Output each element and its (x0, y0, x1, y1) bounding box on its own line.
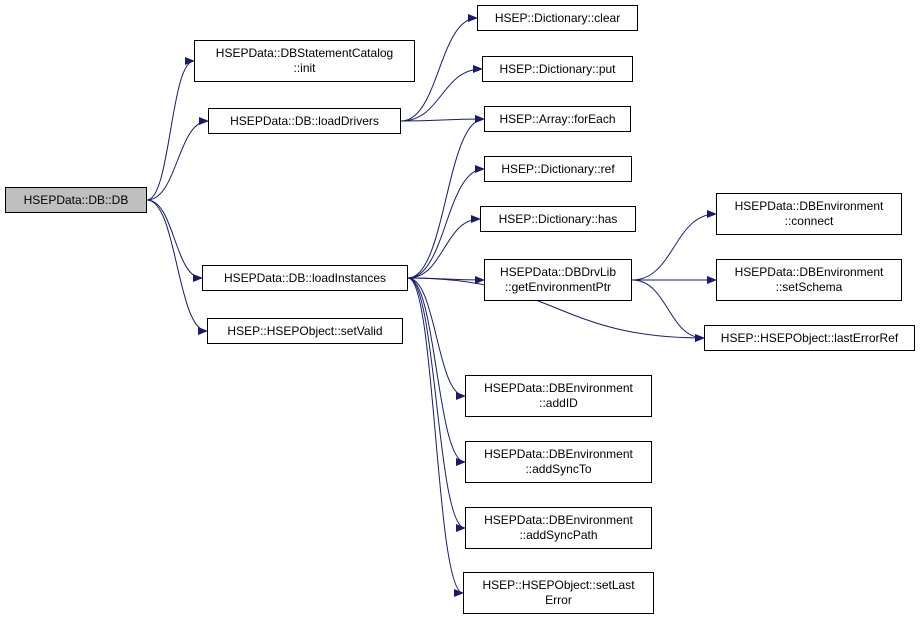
edge-db_constructor-to-load_drivers (146, 117, 209, 201)
node-label-line: HSEPData::DBEnvironment (484, 447, 633, 461)
node-label-line: HSEPData::DBEnvironment (484, 513, 633, 527)
node-env-add-sync-to[interactable]: HSEPData::DBEnvironment::addSyncTo (465, 441, 652, 483)
edge-load_drivers-to-dictionary_put (400, 65, 483, 122)
edge-get_environment_ptr-to-env_connect (631, 210, 717, 281)
edge-load_drivers-to-array_foreach (400, 115, 485, 124)
edge-db_constructor-to-load_instances (146, 199, 203, 282)
node-label-line: HSEPData::DBDrvLib (499, 265, 617, 279)
edge-load_instances-to-env_add_sync_path (407, 277, 466, 532)
node-label-line: HSEPData::DB::loadDrivers (230, 113, 379, 128)
node-label-line: Error (545, 593, 572, 607)
node-label-line: HSEP::Array::forEach (499, 111, 616, 126)
node-label-line: HSEP::HSEPObject::setLast (482, 578, 635, 592)
node-load-drivers[interactable]: HSEPData::DB::loadDrivers (208, 108, 401, 134)
node-dictionary-clear[interactable]: HSEP::Dictionary::clear (477, 5, 638, 31)
node-label-line: HSEP::Dictionary::put (499, 61, 616, 76)
node-array-foreach[interactable]: HSEP::Array::forEach (484, 106, 631, 132)
edge-load_instances-to-last_error_ref (407, 277, 705, 342)
edge-load_instances-to-env_add_sync_to (407, 277, 466, 466)
node-label-line: HSEP::Dictionary::clear (494, 10, 621, 25)
node-label-line: ::addSyncTo (525, 462, 592, 476)
edge-db_constructor-to-statement_catalog_init (146, 57, 195, 201)
node-label-line: ::setSchema (775, 280, 843, 294)
node-label-line: HSEPData::DB::DB (23, 192, 129, 207)
edge-load_instances-to-env_add_id (407, 277, 466, 400)
node-dictionary-has[interactable]: HSEP::Dictionary::has (480, 206, 636, 232)
node-env-add-sync-path[interactable]: HSEPData::DBEnvironment::addSyncPath (465, 507, 652, 549)
node-label-line: HSEP::Dictionary::ref (501, 161, 615, 176)
node-label-line: ::init (293, 61, 316, 75)
node-label-line: HSEPData::DBStatementCatalog (215, 46, 394, 60)
edge-db_constructor-to-set_valid (146, 199, 208, 335)
node-get-environment-ptr[interactable]: HSEPData::DBDrvLib::getEnvironmentPtr (484, 259, 632, 301)
node-statement-catalog-init[interactable]: HSEPData::DBStatementCatalog::init (194, 40, 415, 82)
edge-load_instances-to-dictionary_has (407, 215, 481, 279)
edge-load_instances-to-dictionary_ref (407, 165, 485, 279)
node-dictionary-put[interactable]: HSEP::Dictionary::put (482, 56, 633, 82)
node-load-instances[interactable]: HSEPData::DB::loadInstances (202, 265, 408, 291)
node-label-line: ::connect (784, 214, 834, 228)
node-set-valid[interactable]: HSEP::HSEPObject::setValid (207, 318, 403, 344)
node-label-line: ::addID (539, 396, 578, 410)
node-label-line: HSEPData::DBEnvironment (734, 265, 884, 279)
node-db-constructor[interactable]: HSEPData::DB::DB (5, 187, 147, 213)
node-label-line: HSEP::HSEPObject::lastErrorRef (720, 330, 899, 345)
node-dictionary-ref[interactable]: HSEP::Dictionary::ref (484, 156, 632, 182)
node-label-line: HSEPData::DBEnvironment (484, 381, 633, 395)
node-label-line: HSEP::HSEPObject::setValid (227, 323, 383, 338)
node-env-connect[interactable]: HSEPData::DBEnvironment::connect (716, 193, 902, 235)
node-env-set-schema[interactable]: HSEPData::DBEnvironment::setSchema (716, 259, 902, 301)
node-last-error-ref[interactable]: HSEP::HSEPObject::lastErrorRef (704, 325, 915, 351)
edge-load_instances-to-set_last_error (407, 277, 464, 597)
node-label-line: HSEPData::DBEnvironment (734, 199, 884, 213)
node-label-line: HSEP::Dictionary::has (498, 211, 618, 226)
edge-load_instances-to-array_foreach (407, 115, 485, 279)
node-env-add-id[interactable]: HSEPData::DBEnvironment::addID (465, 375, 652, 417)
node-label-line: ::addSyncPath (519, 528, 598, 542)
edge-load_drivers-to-dictionary_clear (400, 14, 478, 122)
node-label-line: HSEPData::DB::loadInstances (223, 270, 387, 285)
edge-get_environment_ptr-to-last_error_ref (631, 279, 705, 342)
node-label-line: ::getEnvironmentPtr (504, 280, 612, 294)
